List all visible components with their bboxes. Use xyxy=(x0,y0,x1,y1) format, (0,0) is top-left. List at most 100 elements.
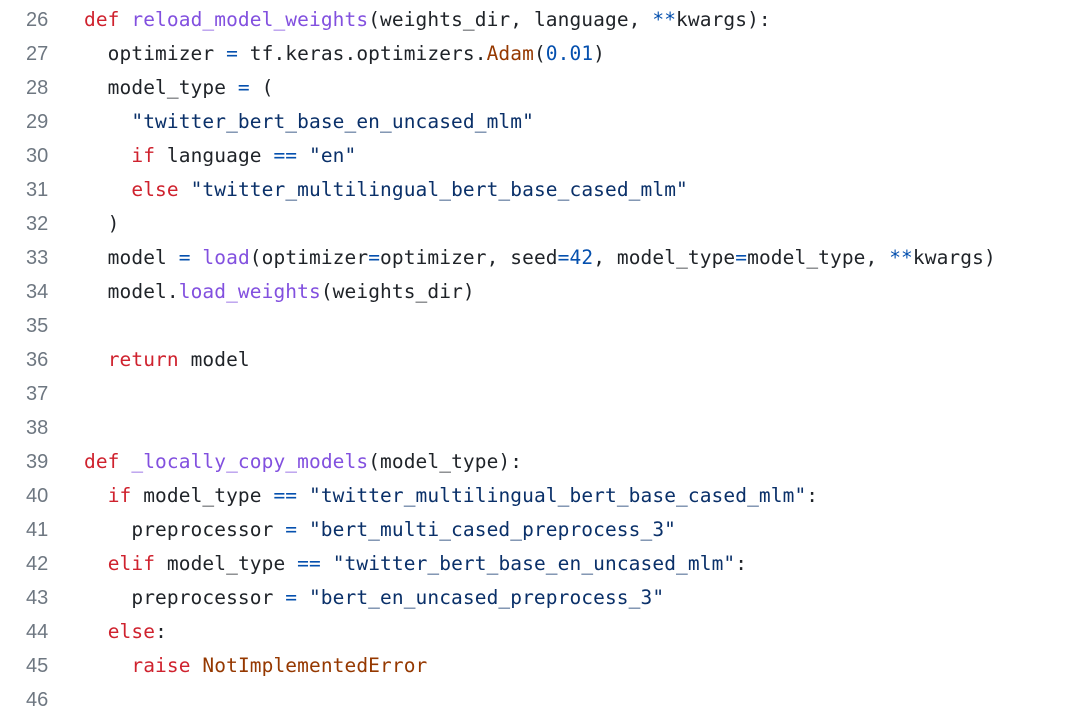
code-line: 46 xyxy=(0,683,1084,717)
line-number[interactable]: 40 xyxy=(26,485,49,507)
code-line: 28 model_type = ( xyxy=(0,71,1084,105)
code-line: 34 model.load_weights(weights_dir) xyxy=(0,275,1084,309)
code-token-plain: model_type xyxy=(155,552,298,575)
code-token-kw: if xyxy=(107,484,132,507)
line-number[interactable]: 43 xyxy=(26,587,49,609)
line-number[interactable]: 37 xyxy=(26,383,49,405)
code-token-op: ** xyxy=(889,246,913,269)
code-token-plain xyxy=(297,484,309,507)
code-token-plain: (model_type): xyxy=(368,450,523,473)
code-token-op: = xyxy=(237,76,250,99)
code-token-str: "twitter_multilingual_bert_base_cased_ml… xyxy=(190,178,688,201)
code-token-plain xyxy=(84,178,131,201)
code-token-plain: ( xyxy=(249,76,274,99)
code-text xyxy=(84,309,1084,343)
line-number[interactable]: 36 xyxy=(26,349,49,371)
code-token-plain: : xyxy=(735,552,748,575)
code-token-plain xyxy=(84,654,131,677)
code-token-cls: Adam xyxy=(486,42,534,65)
code-token-plain: model_type xyxy=(84,76,238,99)
code-token-op: = xyxy=(178,246,191,269)
code-token-plain xyxy=(84,144,131,167)
code-token-op: == xyxy=(297,552,321,575)
code-token-fn: reload_model_weights xyxy=(131,8,369,31)
code-token-kw: else xyxy=(107,620,156,643)
code-text: optimizer = tf.keras.optimizers.Adam(0.0… xyxy=(84,37,1084,71)
code-token-plain xyxy=(84,552,108,575)
code-token-plain: (weights_dir) xyxy=(320,280,475,303)
code-text: preprocessor = "bert_multi_cased_preproc… xyxy=(84,513,1084,547)
line-number[interactable]: 34 xyxy=(26,281,49,303)
code-text: else: xyxy=(84,615,1084,649)
code-text xyxy=(84,377,1084,411)
code-token-plain: kwargs) xyxy=(912,246,996,269)
code-line: 37 xyxy=(0,377,1084,411)
code-token-plain: kwargs): xyxy=(676,8,771,31)
line-number[interactable]: 28 xyxy=(26,77,49,99)
code-token-plain xyxy=(297,586,309,609)
code-token-plain xyxy=(84,620,108,643)
code-line: 33 model = load(optimizer=optimizer, see… xyxy=(0,241,1084,275)
code-token-plain: ( xyxy=(533,42,546,65)
code-token-fn: _locally_copy_models xyxy=(131,450,369,473)
code-token-num: 42 xyxy=(569,246,594,269)
line-number[interactable]: 35 xyxy=(26,315,49,337)
line-number[interactable]: 38 xyxy=(26,417,49,439)
line-number[interactable]: 29 xyxy=(26,111,49,133)
code-token-op: = xyxy=(226,42,238,65)
code-text: model.load_weights(weights_dir) xyxy=(84,275,1084,309)
code-token-plain: model xyxy=(84,246,179,269)
code-text: return model xyxy=(84,343,1084,377)
code-text: def _locally_copy_models(model_type): xyxy=(84,445,1084,479)
code-token-str: "twitter_bert_base_en_uncased_mlm" xyxy=(332,552,736,575)
code-text: elif model_type == "twitter_bert_base_en… xyxy=(84,547,1084,581)
code-line: 41 preprocessor = "bert_multi_cased_prep… xyxy=(0,513,1084,547)
line-number[interactable]: 30 xyxy=(26,145,49,167)
code-token-plain: language xyxy=(155,144,274,167)
code-text: preprocessor = "bert_en_uncased_preproce… xyxy=(84,581,1084,615)
line-number[interactable]: 31 xyxy=(26,179,49,201)
code-line: 29 "twitter_bert_base_en_uncased_mlm" xyxy=(0,105,1084,139)
code-token-kw: raise xyxy=(131,654,191,677)
line-number[interactable]: 44 xyxy=(26,621,49,643)
line-number[interactable]: 45 xyxy=(26,655,49,677)
line-number[interactable]: 33 xyxy=(26,247,49,269)
code-token-plain: : xyxy=(155,620,167,643)
code-text: if model_type == "twitter_multilingual_b… xyxy=(84,479,1084,513)
code-token-plain: (weights_dir, language, xyxy=(368,8,653,31)
line-number[interactable]: 32 xyxy=(26,213,49,235)
code-token-plain: : xyxy=(806,484,819,507)
code-text: model_type = ( xyxy=(84,71,1084,105)
code-line: 43 preprocessor = "bert_en_uncased_prepr… xyxy=(0,581,1084,615)
line-number[interactable]: 41 xyxy=(26,519,49,541)
line-number[interactable]: 46 xyxy=(26,689,49,711)
code-token-plain: preprocessor xyxy=(84,518,286,541)
line-number[interactable]: 42 xyxy=(26,553,49,575)
code-text xyxy=(84,683,1084,717)
code-text: raise NotImplementedError xyxy=(84,649,1084,683)
code-token-op: = xyxy=(735,246,748,269)
code-line: 40 if model_type == "twitter_multilingua… xyxy=(0,479,1084,513)
code-token-fn: load_weights xyxy=(178,280,321,303)
code-token-plain xyxy=(84,484,108,507)
code-line: 32 ) xyxy=(0,207,1084,241)
code-token-kw: else xyxy=(131,178,179,201)
code-token-plain xyxy=(84,348,108,371)
code-text xyxy=(84,411,1084,445)
code-token-str: "twitter_bert_base_en_uncased_mlm" xyxy=(131,110,534,133)
line-number[interactable]: 27 xyxy=(26,43,49,65)
code-line: 35 xyxy=(0,309,1084,343)
code-token-op: = xyxy=(285,586,298,609)
code-token-str: "en" xyxy=(309,144,357,167)
line-number[interactable]: 26 xyxy=(26,9,49,31)
code-text: model = load(optimizer=optimizer, seed=4… xyxy=(84,241,1084,275)
line-number[interactable]: 39 xyxy=(26,451,49,473)
code-token-plain xyxy=(179,178,191,201)
code-token-plain: tf.keras.optimizers. xyxy=(237,42,487,65)
code-token-plain xyxy=(120,8,132,31)
code-line: 39 def _locally_copy_models(model_type): xyxy=(0,445,1084,479)
code-token-str: "twitter_multilingual_bert_base_cased_ml… xyxy=(309,484,807,507)
code-token-fn: load xyxy=(202,246,250,269)
